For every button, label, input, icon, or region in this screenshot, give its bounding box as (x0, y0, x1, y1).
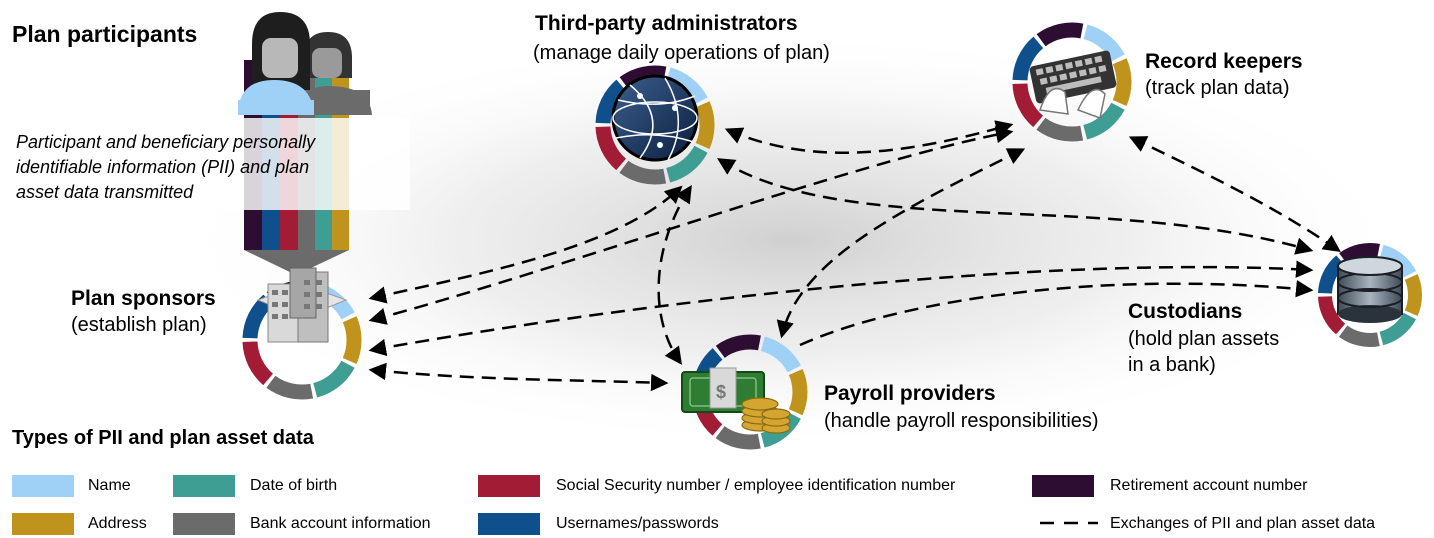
participants-note-line: identifiable information (PII) and plan (16, 157, 310, 177)
legend-title: Types of PII and plan asset data (12, 427, 314, 449)
ring-segment (715, 425, 761, 450)
ring-segment (619, 65, 667, 90)
legend-swatch-bank-account (173, 513, 235, 535)
ring-segment (342, 316, 362, 365)
ring-segment (595, 79, 627, 124)
legend-label: Name (88, 477, 131, 494)
ring-segment (1036, 22, 1084, 47)
tpa-data-ring (595, 65, 715, 185)
payroll-title: Payroll providers (824, 382, 996, 405)
record-keepers-data-ring (1012, 22, 1132, 142)
participants-icon (238, 12, 372, 115)
ring-segment (312, 360, 355, 398)
ring-segment (1012, 83, 1044, 128)
legend-label: Retirement account number (1110, 477, 1308, 494)
legend-label: Social Security number / employee identi… (556, 477, 956, 494)
ring-segment (595, 126, 627, 171)
custodians-subtitle-line: (hold plan assets (1128, 328, 1280, 350)
payroll-subtitle: (handle payroll responsibilities) (824, 410, 1099, 432)
legend-swatch-date-of-birth (173, 475, 235, 497)
ring-segment (1338, 325, 1380, 347)
ring-segment (1379, 312, 1416, 346)
tpa-title: Third-party administrators (535, 12, 798, 35)
custodians-data-ring (1318, 243, 1422, 347)
ring-segment (1083, 24, 1125, 62)
custodians-subtitle-line: in a bank) (1128, 354, 1216, 376)
legend-swatch-usernames (478, 513, 540, 535)
ring-segment (1379, 244, 1417, 278)
tpa-subtitle: (manage daily operations of plan) (533, 42, 830, 64)
office-buildings-icon (256, 267, 348, 343)
ring-segment (1082, 102, 1125, 140)
participants-note: Participant and beneficiary personally i… (16, 130, 315, 205)
svg-text:$: $ (716, 382, 726, 402)
ring-segment (242, 341, 274, 386)
participants-note-line: asset data transmitted (16, 182, 194, 202)
pii-exchange-arrows (368, 120, 1341, 392)
custodians-title: Custodians (1128, 300, 1243, 323)
ring-segment (665, 145, 708, 183)
legend-swatch-name (12, 475, 74, 497)
ring-segment (788, 369, 808, 416)
ring-segment (619, 160, 667, 185)
record-keepers-title: Record keepers (1145, 50, 1303, 73)
ring-segment (1036, 117, 1084, 142)
cash-coins-icon: $ (681, 367, 791, 434)
legend-swatch-ssn (478, 475, 540, 497)
keyboard-hands-icon (1029, 50, 1117, 120)
ring-segment (1404, 274, 1422, 317)
legend-label: Address (88, 515, 147, 532)
database-icon (1337, 256, 1403, 323)
ring-segment (715, 334, 761, 359)
ring-segment (695, 101, 715, 150)
ring-segment (266, 375, 314, 400)
ring-segment (1339, 243, 1380, 265)
record-keepers-subtitle: (track plan data) (1145, 77, 1290, 99)
participants-title: Plan participants (12, 21, 198, 47)
legend-swatch-retirement-account (1032, 475, 1094, 497)
sponsors-title: Plan sponsors (71, 287, 216, 310)
globe-icon (611, 74, 699, 162)
ring-segment (1318, 295, 1346, 335)
sponsors-subtitle: (establish plan) (71, 314, 207, 336)
participants-note-line: Participant and beneficiary personally (16, 132, 316, 152)
legend-label: Date of birth (250, 477, 338, 494)
ring-segment (760, 336, 801, 373)
ring-segment (666, 67, 708, 105)
legend-label: Usernames/passwords (556, 515, 719, 532)
ring-segment (1112, 58, 1132, 107)
pii-data-banner (14, 60, 410, 275)
legend-label: Bank account information (250, 515, 431, 532)
legend-label: Exchanges of PII and plan asset data (1110, 515, 1376, 532)
legend-swatch-address (12, 513, 74, 535)
ring-segment (1012, 36, 1044, 81)
